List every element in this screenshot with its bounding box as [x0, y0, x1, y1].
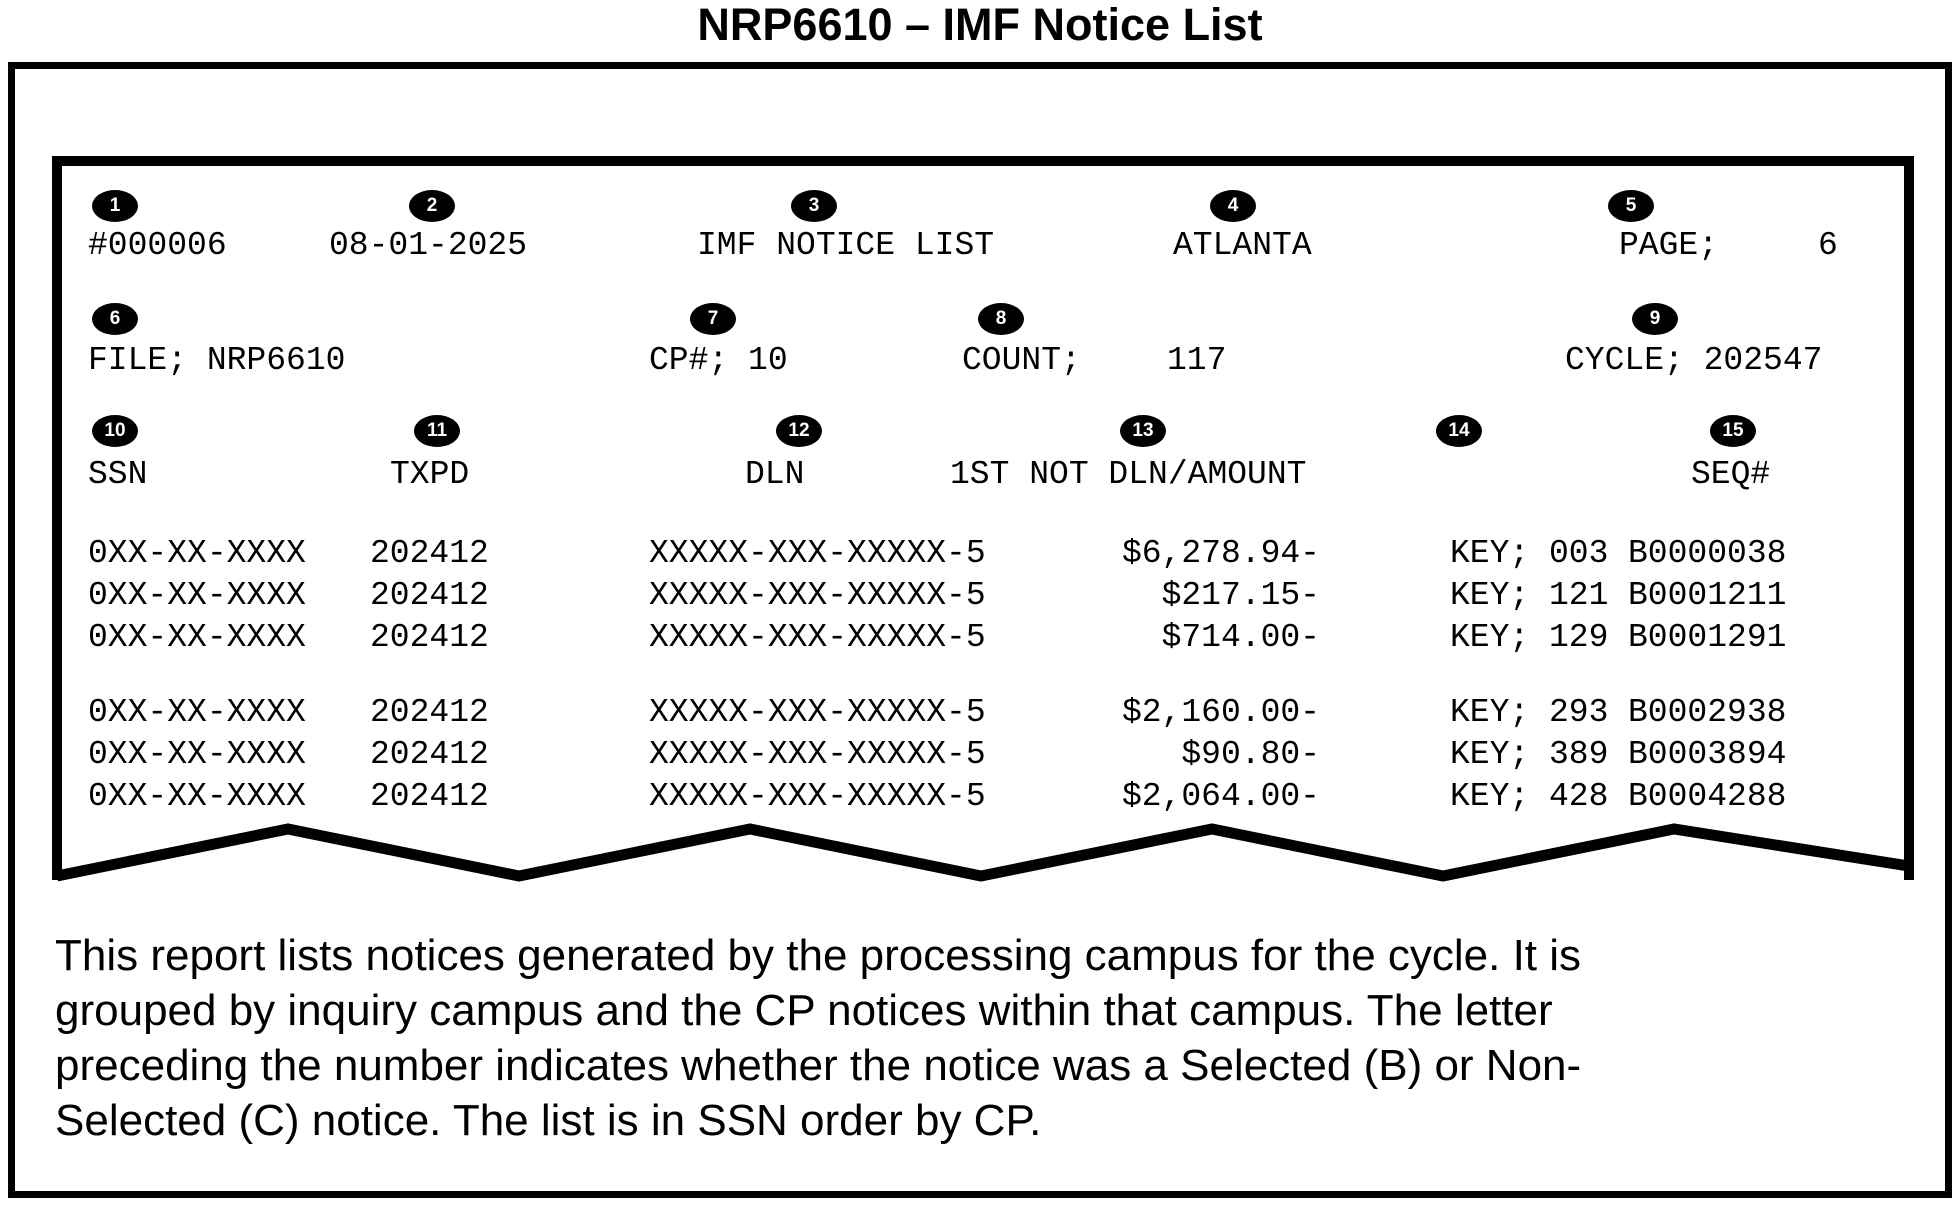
callout-badge-6: 6 — [92, 303, 138, 335]
page-title: NRP6610 – IMF Notice List — [697, 0, 1263, 50]
row-ssn: 0XX-XX-XXXX — [88, 619, 306, 656]
row-seq: B0004288 — [1628, 778, 1787, 815]
callout-badge-1: 1 — [92, 190, 138, 222]
row-amount: $2,064.00- — [1121, 778, 1320, 815]
cycle-value: CYCLE; 202547 — [1565, 342, 1823, 379]
row-amount: $90.80- — [1181, 736, 1320, 773]
row-dln: XXXXX-XXX-XXXXX-5 — [649, 535, 986, 572]
row-txpd: 202412 — [370, 577, 489, 614]
row-key-num: 003 — [1549, 535, 1609, 572]
report-list-title: IMF NOTICE LIST — [697, 227, 995, 264]
callout-badge-15: 15 — [1710, 415, 1756, 447]
row-dln: XXXXX-XXX-XXXXX-5 — [649, 694, 986, 731]
row-key-num: 129 — [1549, 619, 1609, 656]
run-number: #000006 — [88, 227, 227, 264]
callout-badge-12: 12 — [776, 415, 822, 447]
row-txpd: 202412 — [370, 736, 489, 773]
row-seq: B0002938 — [1628, 694, 1787, 731]
count-label: COUNT; — [962, 342, 1081, 379]
row-ssn: 0XX-XX-XXXX — [88, 535, 306, 572]
row-amount: $2,160.00- — [1121, 694, 1320, 731]
col-header-dln: DLN — [745, 456, 805, 493]
row-seq: B0003894 — [1628, 736, 1787, 773]
row-key-label: KEY; — [1450, 619, 1530, 656]
callout-badge-3: 3 — [791, 190, 837, 222]
row-amount: $714.00- — [1161, 619, 1320, 656]
col-header-ssn: SSN — [88, 456, 148, 493]
report-snippet-box — [52, 156, 1914, 880]
callout-badge-14: 14 — [1436, 415, 1482, 447]
row-key-num: 121 — [1549, 577, 1609, 614]
row-txpd: 202412 — [370, 778, 489, 815]
row-key-label: KEY; — [1450, 577, 1530, 614]
row-key-num: 389 — [1549, 736, 1609, 773]
callout-badge-9: 9 — [1632, 303, 1678, 335]
row-dln: XXXXX-XXX-XXXXX-5 — [649, 736, 986, 773]
callout-badge-7: 7 — [690, 303, 736, 335]
row-amount: $6,278.94- — [1121, 535, 1320, 572]
row-key-num: 428 — [1549, 778, 1609, 815]
description-line: preceding the number indicates whether t… — [55, 1041, 1582, 1090]
description-line: Selected (C) notice. The list is in SSN … — [55, 1096, 1042, 1145]
row-ssn: 0XX-XX-XXXX — [88, 736, 306, 773]
row-key-label: KEY; — [1450, 736, 1530, 773]
col-header-amount: 1ST NOT DLN/AMOUNT — [950, 456, 1307, 493]
col-header-txpd: TXPD — [390, 456, 470, 493]
torn-edge-zigzag — [55, 823, 1910, 882]
callout-badge-8: 8 — [978, 303, 1024, 335]
callout-badge-13: 13 — [1120, 415, 1166, 447]
row-dln: XXXXX-XXX-XXXXX-5 — [649, 619, 986, 656]
row-key-label: KEY; — [1450, 778, 1530, 815]
report-date: 08-01-2025 — [329, 227, 528, 264]
row-ssn: 0XX-XX-XXXX — [88, 778, 306, 815]
row-key-num: 293 — [1549, 694, 1609, 731]
row-dln: XXXXX-XXX-XXXXX-5 — [649, 778, 986, 815]
row-ssn: 0XX-XX-XXXX — [88, 694, 306, 731]
col-header-seq: SEQ# — [1691, 456, 1771, 493]
callout-badge-2: 2 — [409, 190, 455, 222]
row-key-label: KEY; — [1450, 694, 1530, 731]
row-txpd: 202412 — [370, 694, 489, 731]
callout-badge-5: 5 — [1608, 190, 1654, 222]
row-key-label: KEY; — [1450, 535, 1530, 572]
cp-number: CP#; 10 — [649, 342, 788, 379]
row-seq: B0001211 — [1628, 577, 1787, 614]
description-line: This report lists notices generated by t… — [55, 931, 1582, 980]
row-dln: XXXXX-XXX-XXXXX-5 — [649, 577, 986, 614]
count-value: 117 — [1167, 342, 1227, 379]
page-label: PAGE; — [1619, 227, 1719, 264]
row-seq: B0000038 — [1628, 535, 1787, 572]
row-amount: $217.15- — [1161, 577, 1320, 614]
file-name: FILE; NRP6610 — [88, 342, 346, 379]
callout-badge-10: 10 — [92, 415, 138, 447]
row-seq: B0001291 — [1628, 619, 1787, 656]
row-ssn: 0XX-XX-XXXX — [88, 577, 306, 614]
row-txpd: 202412 — [370, 535, 489, 572]
report-description: This report lists notices generated by t… — [55, 928, 1895, 1148]
page-number: 6 — [1818, 227, 1838, 264]
callout-badge-11: 11 — [414, 415, 460, 447]
description-line: grouped by inquiry campus and the CP not… — [55, 986, 1553, 1035]
campus-name: ATLANTA — [1173, 227, 1312, 264]
callout-badge-4: 4 — [1210, 190, 1256, 222]
row-txpd: 202412 — [370, 619, 489, 656]
